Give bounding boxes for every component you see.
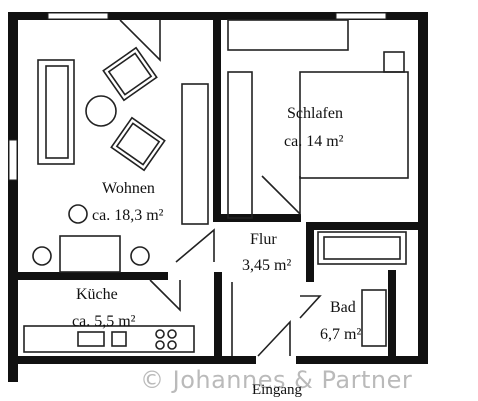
wall-bedroom-corridor	[221, 214, 301, 222]
wall-kitchen-right	[214, 272, 222, 364]
sofa	[37, 59, 75, 165]
room-area-text-kueche: ca. 5,5 m²	[72, 313, 136, 330]
room-label-wohnen: Wohnen	[102, 179, 155, 199]
room-name-kueche: Küche	[76, 286, 118, 303]
door-swing-bath	[299, 295, 322, 319]
plant-circle	[68, 204, 88, 224]
stove-burner-4	[167, 340, 177, 350]
room-area-kueche: ca. 5,5 m²	[72, 312, 135, 332]
sink	[77, 331, 105, 347]
dining-chair-left	[32, 246, 52, 266]
armchair-bottom	[110, 116, 166, 172]
kitchen-counter	[23, 325, 195, 353]
side-table-round	[85, 95, 117, 127]
outer-wall-left	[8, 12, 18, 382]
dining-table	[59, 235, 121, 273]
wall-wc-divider	[388, 270, 396, 364]
corridor-cabinet	[227, 71, 253, 219]
window-top-right	[335, 12, 387, 20]
wall-bath-left	[306, 222, 314, 282]
outer-wall-bottom-right	[296, 356, 428, 364]
window-top-left	[47, 12, 109, 20]
bathtub	[317, 231, 407, 265]
room-name-flur: Flur	[250, 231, 277, 248]
door-swing-kitchen	[149, 279, 181, 312]
copyright-watermark: © Johannes & Partner	[140, 366, 413, 394]
room-name-schlafen: Schlafen	[287, 105, 343, 122]
room-label-schlafen: Schlafen	[287, 104, 343, 124]
wall-kitchen-top	[18, 272, 168, 280]
room-label-flur: Flur	[250, 230, 277, 250]
door-swing-living	[119, 19, 161, 62]
shelf	[181, 83, 209, 225]
stove-burner-3	[155, 340, 165, 350]
wall-living-bedroom	[213, 12, 221, 222]
wall-bath-top	[306, 222, 418, 230]
bathtub-inner	[323, 236, 401, 260]
window-left	[8, 139, 18, 181]
room-name-bad: Bad	[330, 299, 356, 316]
door-swing-corridor	[175, 228, 215, 263]
dining-chair-right	[130, 246, 150, 266]
room-area-text-schlafen: ca. 14 m²	[284, 133, 344, 150]
bed	[299, 71, 409, 179]
room-area-text-flur: 3,45 m²	[242, 257, 292, 274]
door-swing-bedroom	[261, 175, 301, 216]
room-area-flur: 3,45 m²	[242, 256, 291, 276]
wardrobe	[227, 19, 349, 51]
room-area-text-wohnen: ca. 18,3 m²	[92, 207, 164, 224]
bed-pillow	[383, 51, 405, 73]
room-label-bad: Bad	[330, 298, 356, 318]
outer-wall-right	[418, 12, 428, 364]
wc	[361, 289, 387, 347]
stove-burner-1	[155, 329, 165, 339]
door-swing-entrance	[257, 319, 291, 357]
room-area-bad: 6,7 m²	[320, 325, 361, 345]
room-area-wohnen: ca. 18,3 m²	[92, 206, 163, 226]
room-area-text-bad: 6,7 m²	[320, 326, 362, 343]
entrance-label: Eingang	[252, 382, 302, 398]
room-name-wohnen: Wohnen	[102, 180, 155, 197]
kitchen-appliance	[111, 331, 127, 347]
stove-burner-2	[167, 329, 177, 339]
outer-wall-bottom-left	[8, 356, 256, 364]
sofa-back	[45, 65, 69, 159]
room-area-schlafen: ca. 14 m²	[284, 132, 343, 152]
room-label-kueche: Küche	[76, 285, 118, 305]
armchair-top	[102, 46, 158, 102]
